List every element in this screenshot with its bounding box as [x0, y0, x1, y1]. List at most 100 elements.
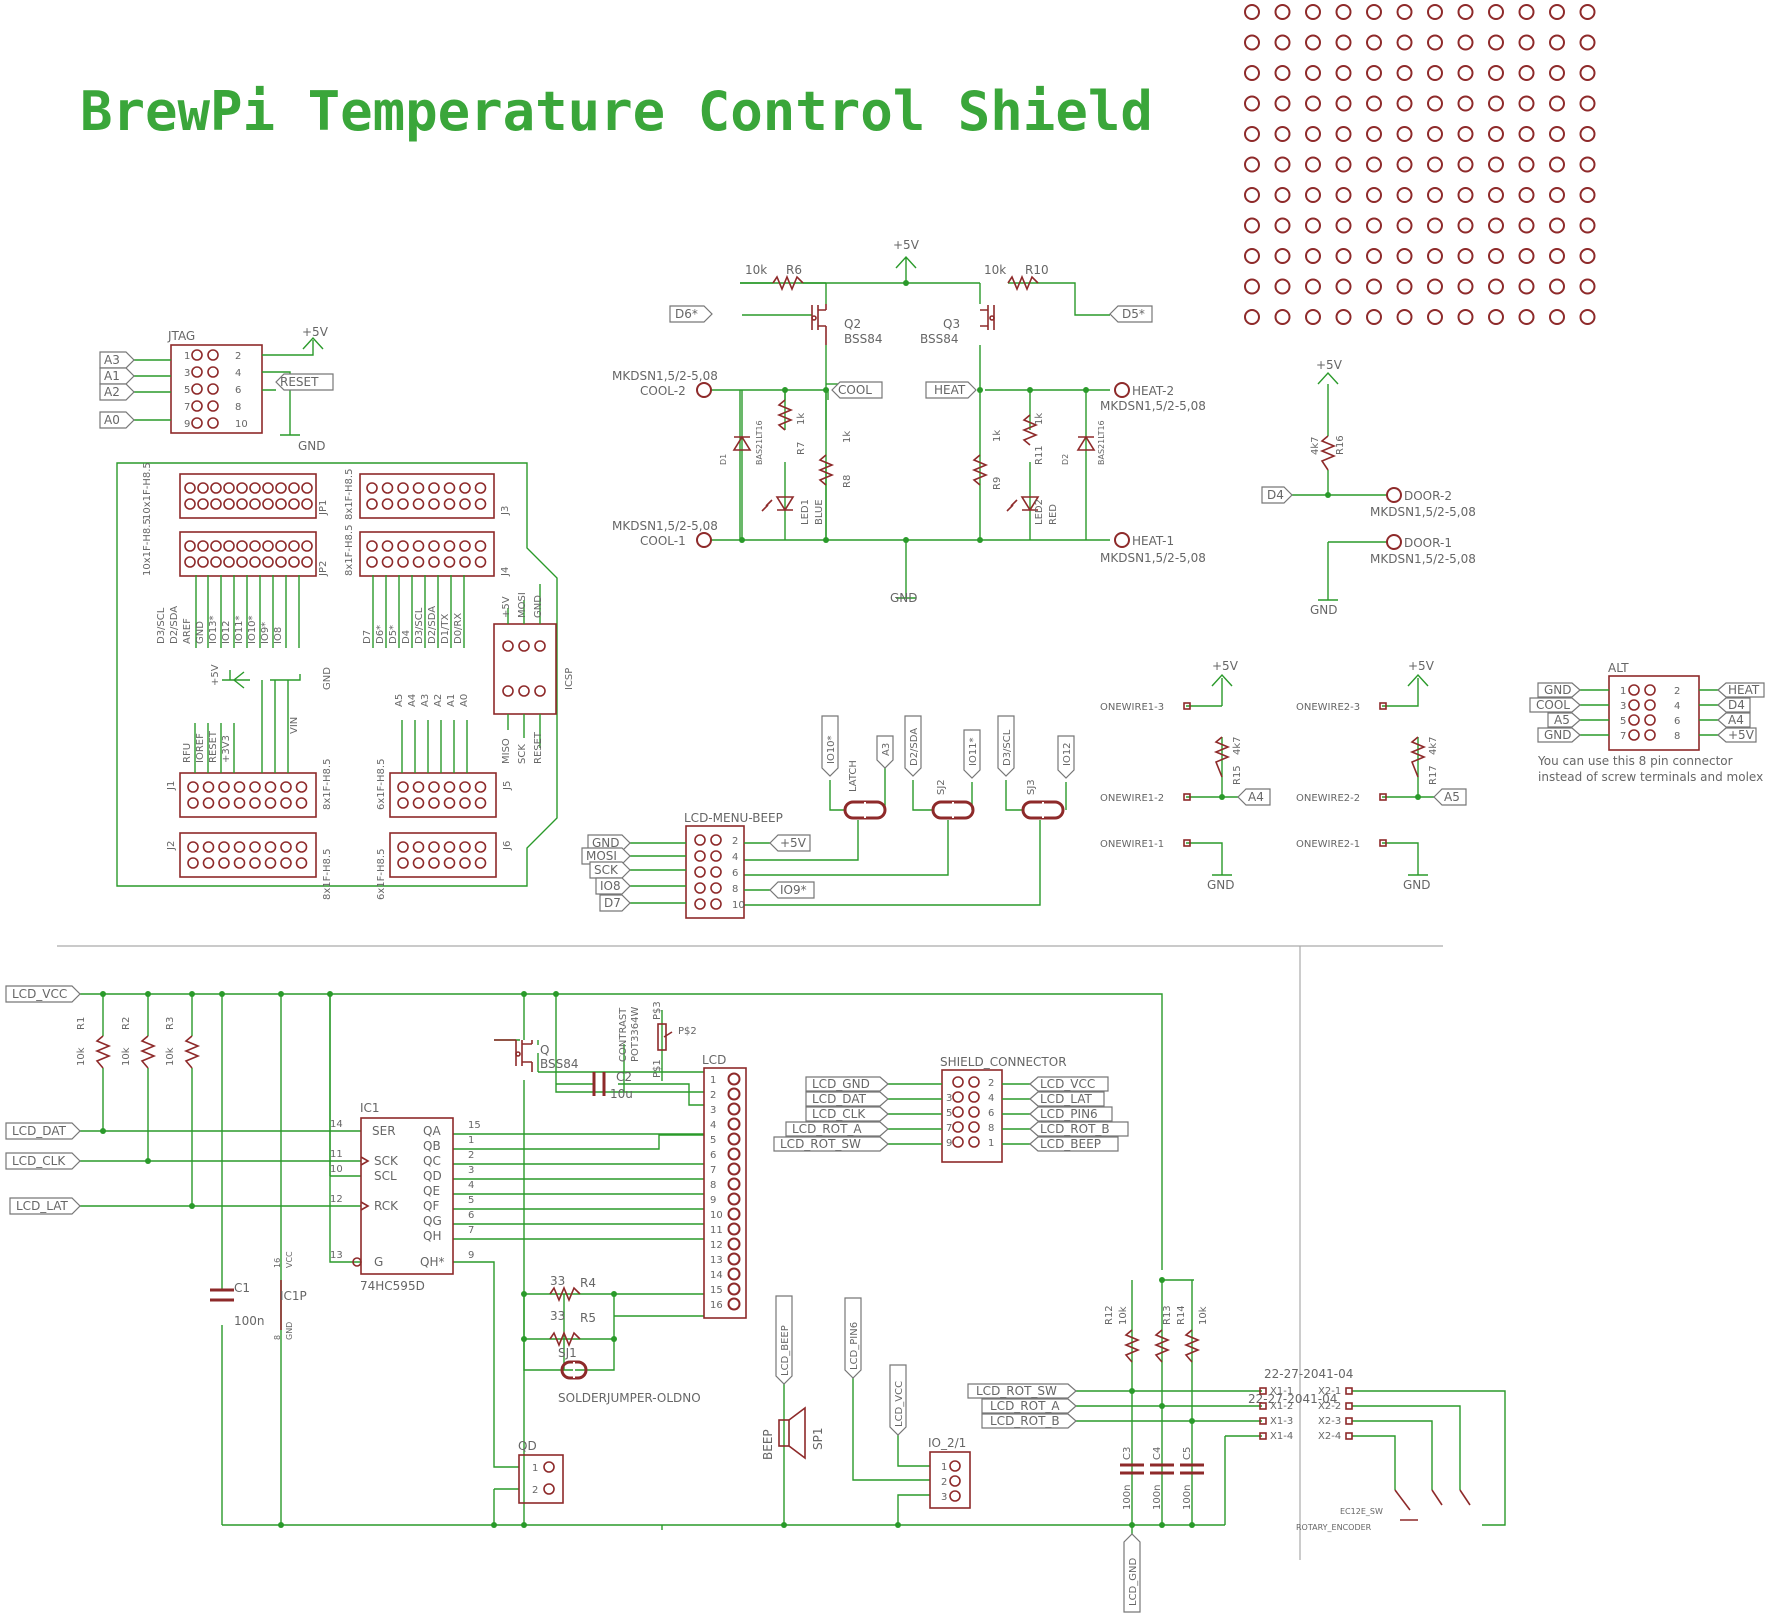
header-j1: J1 8x1F-H8.5 — [166, 759, 333, 818]
proto-pad — [1274, 248, 1291, 264]
svg-text:LCD_CLK: LCD_CLK — [12, 1154, 66, 1168]
proto-pad — [1488, 126, 1504, 142]
svg-text:VCC: VCC — [285, 1251, 294, 1268]
svg-text:GND: GND — [1544, 683, 1572, 697]
proto-pad — [1579, 156, 1596, 173]
svg-text:A0: A0 — [459, 694, 470, 707]
svg-text:RCK: RCK — [374, 1199, 399, 1213]
svg-text:22-27-2041-04: 22-27-2041-04 — [1248, 1392, 1337, 1406]
svg-text:D1: D1 — [719, 454, 728, 465]
svg-text:6: 6 — [988, 1108, 994, 1119]
encoder-capacitors: C3 C4 C5 100n 100n 100n — [1120, 1447, 1204, 1510]
header-pin — [443, 556, 456, 568]
proto-pad — [1366, 309, 1382, 325]
svg-text:LATCH: LATCH — [848, 760, 859, 792]
svg-text:P$3: P$3 — [652, 1001, 663, 1020]
jtag-pin-9: 9 — [184, 419, 190, 430]
proto-pad — [1366, 278, 1382, 295]
svg-text:2: 2 — [532, 1485, 538, 1496]
proto-pad — [1305, 217, 1321, 234]
header-pin — [474, 482, 487, 494]
svg-text:LCD_VCC: LCD_VCC — [1040, 1077, 1095, 1091]
svg-text:9: 9 — [946, 1138, 952, 1149]
svg-text:J4: J4 — [500, 567, 511, 577]
lcd-pin-number: 4 — [710, 1120, 716, 1131]
svg-text:2: 2 — [988, 1078, 994, 1089]
header-jp1: 10x1F-H8.5 JP1 — [142, 462, 329, 520]
header-pin — [428, 841, 440, 853]
svg-text:BAS21LT16: BAS21LT16 — [1097, 420, 1106, 465]
svg-text:+3V3: +3V3 — [221, 735, 232, 763]
proto-pad — [1488, 65, 1504, 81]
svg-text:R17: R17 — [1428, 765, 1439, 785]
svg-text:J1: J1 — [166, 781, 177, 791]
svg-text:D6*: D6* — [675, 307, 698, 321]
proto-pad — [1244, 34, 1260, 51]
svg-text:RESET: RESET — [208, 730, 219, 763]
svg-text:+5V: +5V — [893, 238, 920, 252]
header-pin — [397, 498, 409, 510]
svg-text:13: 13 — [330, 1250, 343, 1261]
header-pin — [264, 781, 277, 793]
svg-text:8x1F-H8.5: 8x1F-H8.5 — [322, 759, 333, 810]
proto-pad — [1335, 248, 1352, 264]
header-pin — [184, 482, 196, 494]
svg-text:+5V: +5V — [1212, 659, 1239, 673]
header-pin — [443, 482, 456, 494]
lcd-pin-number: 12 — [710, 1240, 723, 1251]
svg-text:+5V: +5V — [1728, 728, 1755, 742]
jtag-flag-a1: A1 — [104, 369, 120, 383]
svg-text:GND: GND — [1207, 878, 1235, 892]
proto-pad — [1518, 34, 1535, 51]
proto-pad — [1335, 34, 1352, 51]
header-j6: 6x1F-H8.5 J6 — [376, 832, 513, 900]
header-pin — [249, 797, 261, 809]
proto-pad — [1366, 187, 1382, 203]
header-pin — [197, 482, 209, 494]
proto-pad — [1244, 4, 1260, 20]
jtag-gnd-label: GND — [298, 439, 326, 453]
svg-text:D3/SCL: D3/SCL — [414, 607, 425, 644]
svg-text:LCD_BEEP: LCD_BEEP — [780, 1325, 791, 1376]
proto-pad — [1335, 187, 1352, 203]
svg-text:10: 10 — [330, 1164, 343, 1175]
header-pin — [187, 797, 199, 809]
svg-text:AREF: AREF — [182, 618, 193, 644]
resistor-r16: 4k7 R16 — [1310, 435, 1346, 471]
header-pin — [275, 556, 287, 568]
proto-pad — [1274, 309, 1291, 325]
prototype-pad-grid — [1244, 4, 1596, 325]
svg-text:8: 8 — [273, 1335, 282, 1340]
lcd-pin — [727, 1237, 741, 1251]
proto-pad — [1396, 156, 1413, 173]
header-pin — [202, 841, 215, 853]
header-pin — [288, 556, 300, 568]
lcd-pin-number: 10 — [710, 1210, 723, 1221]
mosfet-q2: Q2 BSS84 — [811, 304, 883, 346]
lcd-pin-number: 15 — [710, 1285, 723, 1296]
svg-text:10k: 10k — [745, 263, 767, 277]
header-pin — [197, 540, 209, 552]
header-pin — [275, 540, 287, 552]
svg-text:X1-4: X1-4 — [1270, 1431, 1293, 1442]
svg-text:A5: A5 — [394, 694, 405, 707]
header-pin — [459, 556, 471, 568]
proto-pad — [1457, 126, 1474, 142]
header-pin — [443, 498, 456, 510]
svg-text:C3: C3 — [1122, 1447, 1133, 1460]
svg-text:QE: QE — [423, 1184, 440, 1198]
header-pin — [397, 556, 409, 568]
svg-text:A2: A2 — [433, 694, 444, 707]
proto-pad — [1518, 65, 1535, 81]
svg-text:100n: 100n — [1182, 1485, 1193, 1510]
proto-pad — [1488, 309, 1504, 325]
svg-text:+5V: +5V — [210, 664, 221, 686]
svg-text:Q: Q — [540, 1043, 549, 1057]
proto-pad — [1396, 95, 1413, 112]
proto-pad — [1335, 217, 1352, 234]
svg-text:SP1: SP1 — [811, 1428, 825, 1451]
svg-text:IO8: IO8 — [273, 627, 284, 644]
header-pin — [210, 556, 222, 568]
lcd-pin — [727, 1207, 741, 1221]
proto-pad — [1518, 95, 1535, 112]
